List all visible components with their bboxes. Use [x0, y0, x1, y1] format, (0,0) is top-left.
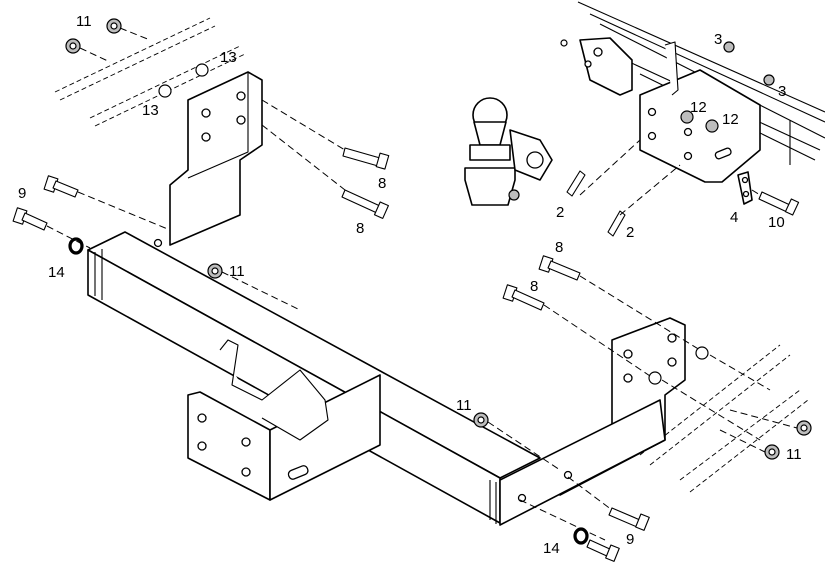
callout-14-left: 14: [48, 264, 65, 281]
callout-11-center: 11: [456, 397, 472, 414]
callout-12-a: 12: [690, 99, 707, 116]
callout-10: 10: [768, 214, 785, 231]
callout-3-a: 3: [714, 31, 722, 48]
callout-8-right-a: 8: [555, 239, 563, 256]
callout-8-upper-a: 8: [378, 175, 386, 192]
callout-11-mid: 11: [229, 263, 245, 280]
left-mounting-bracket: [153, 71, 263, 248]
ball-hitch-assembly: [464, 97, 553, 206]
detail-bracket-top-right: [560, 37, 800, 237]
callout-2-a: 2: [556, 204, 564, 221]
callout-3-b: 3: [778, 83, 786, 100]
main-cross-bar: [87, 231, 541, 524]
callout-8-upper-b: 8: [356, 220, 364, 237]
callout-8-right-b: 8: [530, 278, 538, 295]
callout-13-a: 13: [220, 49, 237, 66]
bolts: [12, 147, 650, 562]
nuts-and-washers: [65, 18, 812, 545]
callout-4: 4: [730, 209, 738, 226]
callout-12-b: 12: [722, 111, 739, 128]
callout-11-top: 11: [76, 13, 92, 30]
assembly-leader-lines: [46, 27, 798, 541]
bolt-2-b: [607, 210, 626, 237]
callout-13-b: 13: [142, 102, 159, 119]
center-hitch-bracket: [187, 339, 381, 501]
right-mounting-bracket: [499, 317, 686, 526]
bolt-2-a: [566, 170, 586, 197]
callout-14-bottom: 14: [543, 540, 560, 557]
callout-9-left: 9: [18, 185, 26, 202]
callout-9-bottom: 9: [626, 531, 634, 548]
callout-labels: 11 13 13 8 8 9 14 11 3 3 12 12 2 2 4 10 …: [18, 13, 802, 557]
callout-11-right: 11: [786, 446, 802, 463]
bolt-10: [758, 191, 800, 216]
callout-2-b: 2: [626, 224, 634, 241]
chassis-rail-bottom-right: [639, 344, 809, 493]
